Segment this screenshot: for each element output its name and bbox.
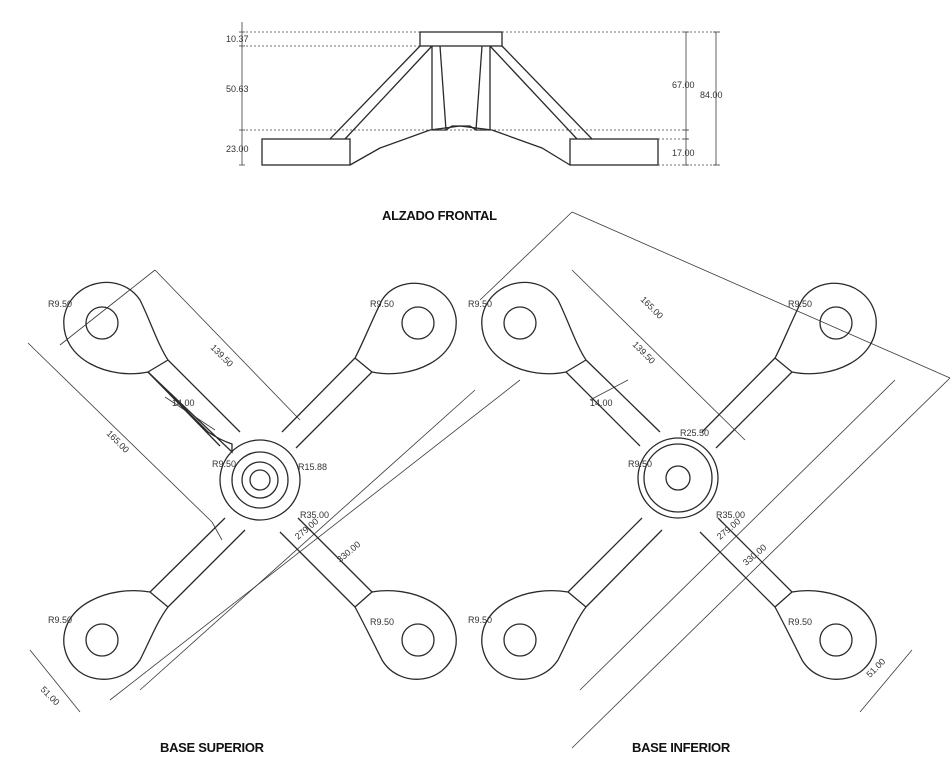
superior-lobe-se bbox=[354, 590, 457, 680]
superior-center-hole bbox=[249, 469, 271, 491]
inferior-hole-ne bbox=[819, 306, 853, 340]
inferior-d-14: 14.00 bbox=[590, 398, 613, 408]
front-left-foot bbox=[261, 138, 351, 166]
dim-84-00: 84.00 bbox=[700, 90, 723, 100]
inferior-r-inner: R9.50 bbox=[628, 459, 652, 469]
superior-d-330: 330.00 bbox=[335, 539, 363, 564]
inferior-lobe-ne bbox=[774, 282, 877, 375]
inferior-lobe-se bbox=[774, 590, 877, 680]
inferior-center-hole bbox=[665, 465, 691, 491]
superior-lobe-sw bbox=[63, 590, 169, 680]
superior-r-nw: R9.50 bbox=[48, 299, 72, 309]
superior-d-165: 165.00 bbox=[105, 428, 132, 455]
front-title: ALZADO FRONTAL bbox=[382, 208, 497, 223]
front-right-web bbox=[475, 45, 491, 131]
front-right-leg bbox=[489, 45, 593, 140]
inferior-d-139: 139.50 bbox=[631, 339, 658, 366]
dim-67-00: 67.00 bbox=[672, 80, 695, 90]
inferior-d-51: 51.00 bbox=[864, 656, 887, 679]
inferior-lobe-sw bbox=[481, 590, 587, 680]
inferior-r-mid: R25.50 bbox=[680, 428, 709, 438]
inferior-hole-se bbox=[819, 623, 853, 657]
inferior-arm-ne bbox=[701, 357, 793, 449]
superior-center-outer bbox=[219, 439, 301, 521]
superior-hole-ne bbox=[401, 306, 435, 340]
superior-lobe-ne bbox=[354, 282, 457, 375]
inferior-center-thick bbox=[643, 443, 713, 513]
superior-r-sw: R9.50 bbox=[48, 615, 72, 625]
superior-lobe-nw bbox=[63, 281, 169, 375]
inferior-hole-nw bbox=[503, 306, 537, 340]
base-superior: R9.50 R9.50 R9.50 R9.50 R9.50 R15.88 R35… bbox=[27, 269, 521, 755]
inferior-lobe-nw bbox=[481, 281, 587, 375]
dim-50-63: 50.63 bbox=[226, 84, 249, 94]
front-elevation: 10.37 50.63 23.00 67.00 84.00 17.00 ALZA… bbox=[226, 22, 723, 223]
inferior-r-sw: R9.50 bbox=[468, 615, 492, 625]
superior-arm-ne bbox=[281, 357, 373, 449]
inferior-arm-sw bbox=[567, 517, 663, 608]
base-inferior: R9.50 R9.50 R9.50 R9.50 R9.50 R25.50 R35… bbox=[468, 211, 951, 755]
superior-hole-nw bbox=[85, 306, 119, 340]
superior-r-mid: R15.88 bbox=[298, 462, 327, 472]
superior-r-se: R9.50 bbox=[370, 617, 394, 627]
superior-center-mid bbox=[231, 451, 289, 509]
front-left-web bbox=[431, 45, 447, 131]
dim-23-00: 23.00 bbox=[226, 144, 249, 154]
superior-hole-sw bbox=[85, 623, 119, 657]
inferior-d-165: 165.00 bbox=[639, 294, 666, 321]
superior-d-14: 14.00 bbox=[172, 398, 195, 408]
superior-arm-se bbox=[279, 517, 373, 608]
inferior-arm-nw bbox=[565, 359, 661, 447]
inferior-r-nw: R9.50 bbox=[468, 299, 492, 309]
superior-r-outer: R35.00 bbox=[300, 510, 329, 520]
front-top-block bbox=[419, 31, 503, 47]
superior-r-inner: R9.50 bbox=[212, 459, 236, 469]
superior-arm-sw bbox=[149, 517, 246, 608]
inferior-r-outer: R35.00 bbox=[716, 510, 745, 520]
superior-center-ring bbox=[241, 461, 279, 499]
inferior-hole-sw bbox=[503, 623, 537, 657]
superior-r-ne: R9.50 bbox=[370, 299, 394, 309]
inferior-r-ne: R9.50 bbox=[788, 299, 812, 309]
inferior-r-se: R9.50 bbox=[788, 617, 812, 627]
superior-title: BASE SUPERIOR bbox=[160, 740, 265, 755]
superior-d-139: 139.50 bbox=[209, 342, 236, 369]
superior-hole-se bbox=[401, 623, 435, 657]
dim-17-00: 17.00 bbox=[672, 148, 695, 158]
superior-d-51: 51.00 bbox=[39, 684, 62, 707]
superior-arm-nw bbox=[147, 359, 241, 447]
inferior-center-outer bbox=[637, 437, 719, 519]
front-center bbox=[445, 125, 477, 131]
inferior-arm-se bbox=[699, 517, 793, 608]
inferior-title: BASE INFERIOR bbox=[632, 740, 731, 755]
front-left-leg bbox=[329, 45, 433, 140]
dim-10-37: 10.37 bbox=[226, 34, 249, 44]
front-right-foot bbox=[569, 138, 659, 166]
inferior-dim-lines bbox=[479, 211, 951, 749]
front-base-sweep bbox=[349, 125, 571, 166]
